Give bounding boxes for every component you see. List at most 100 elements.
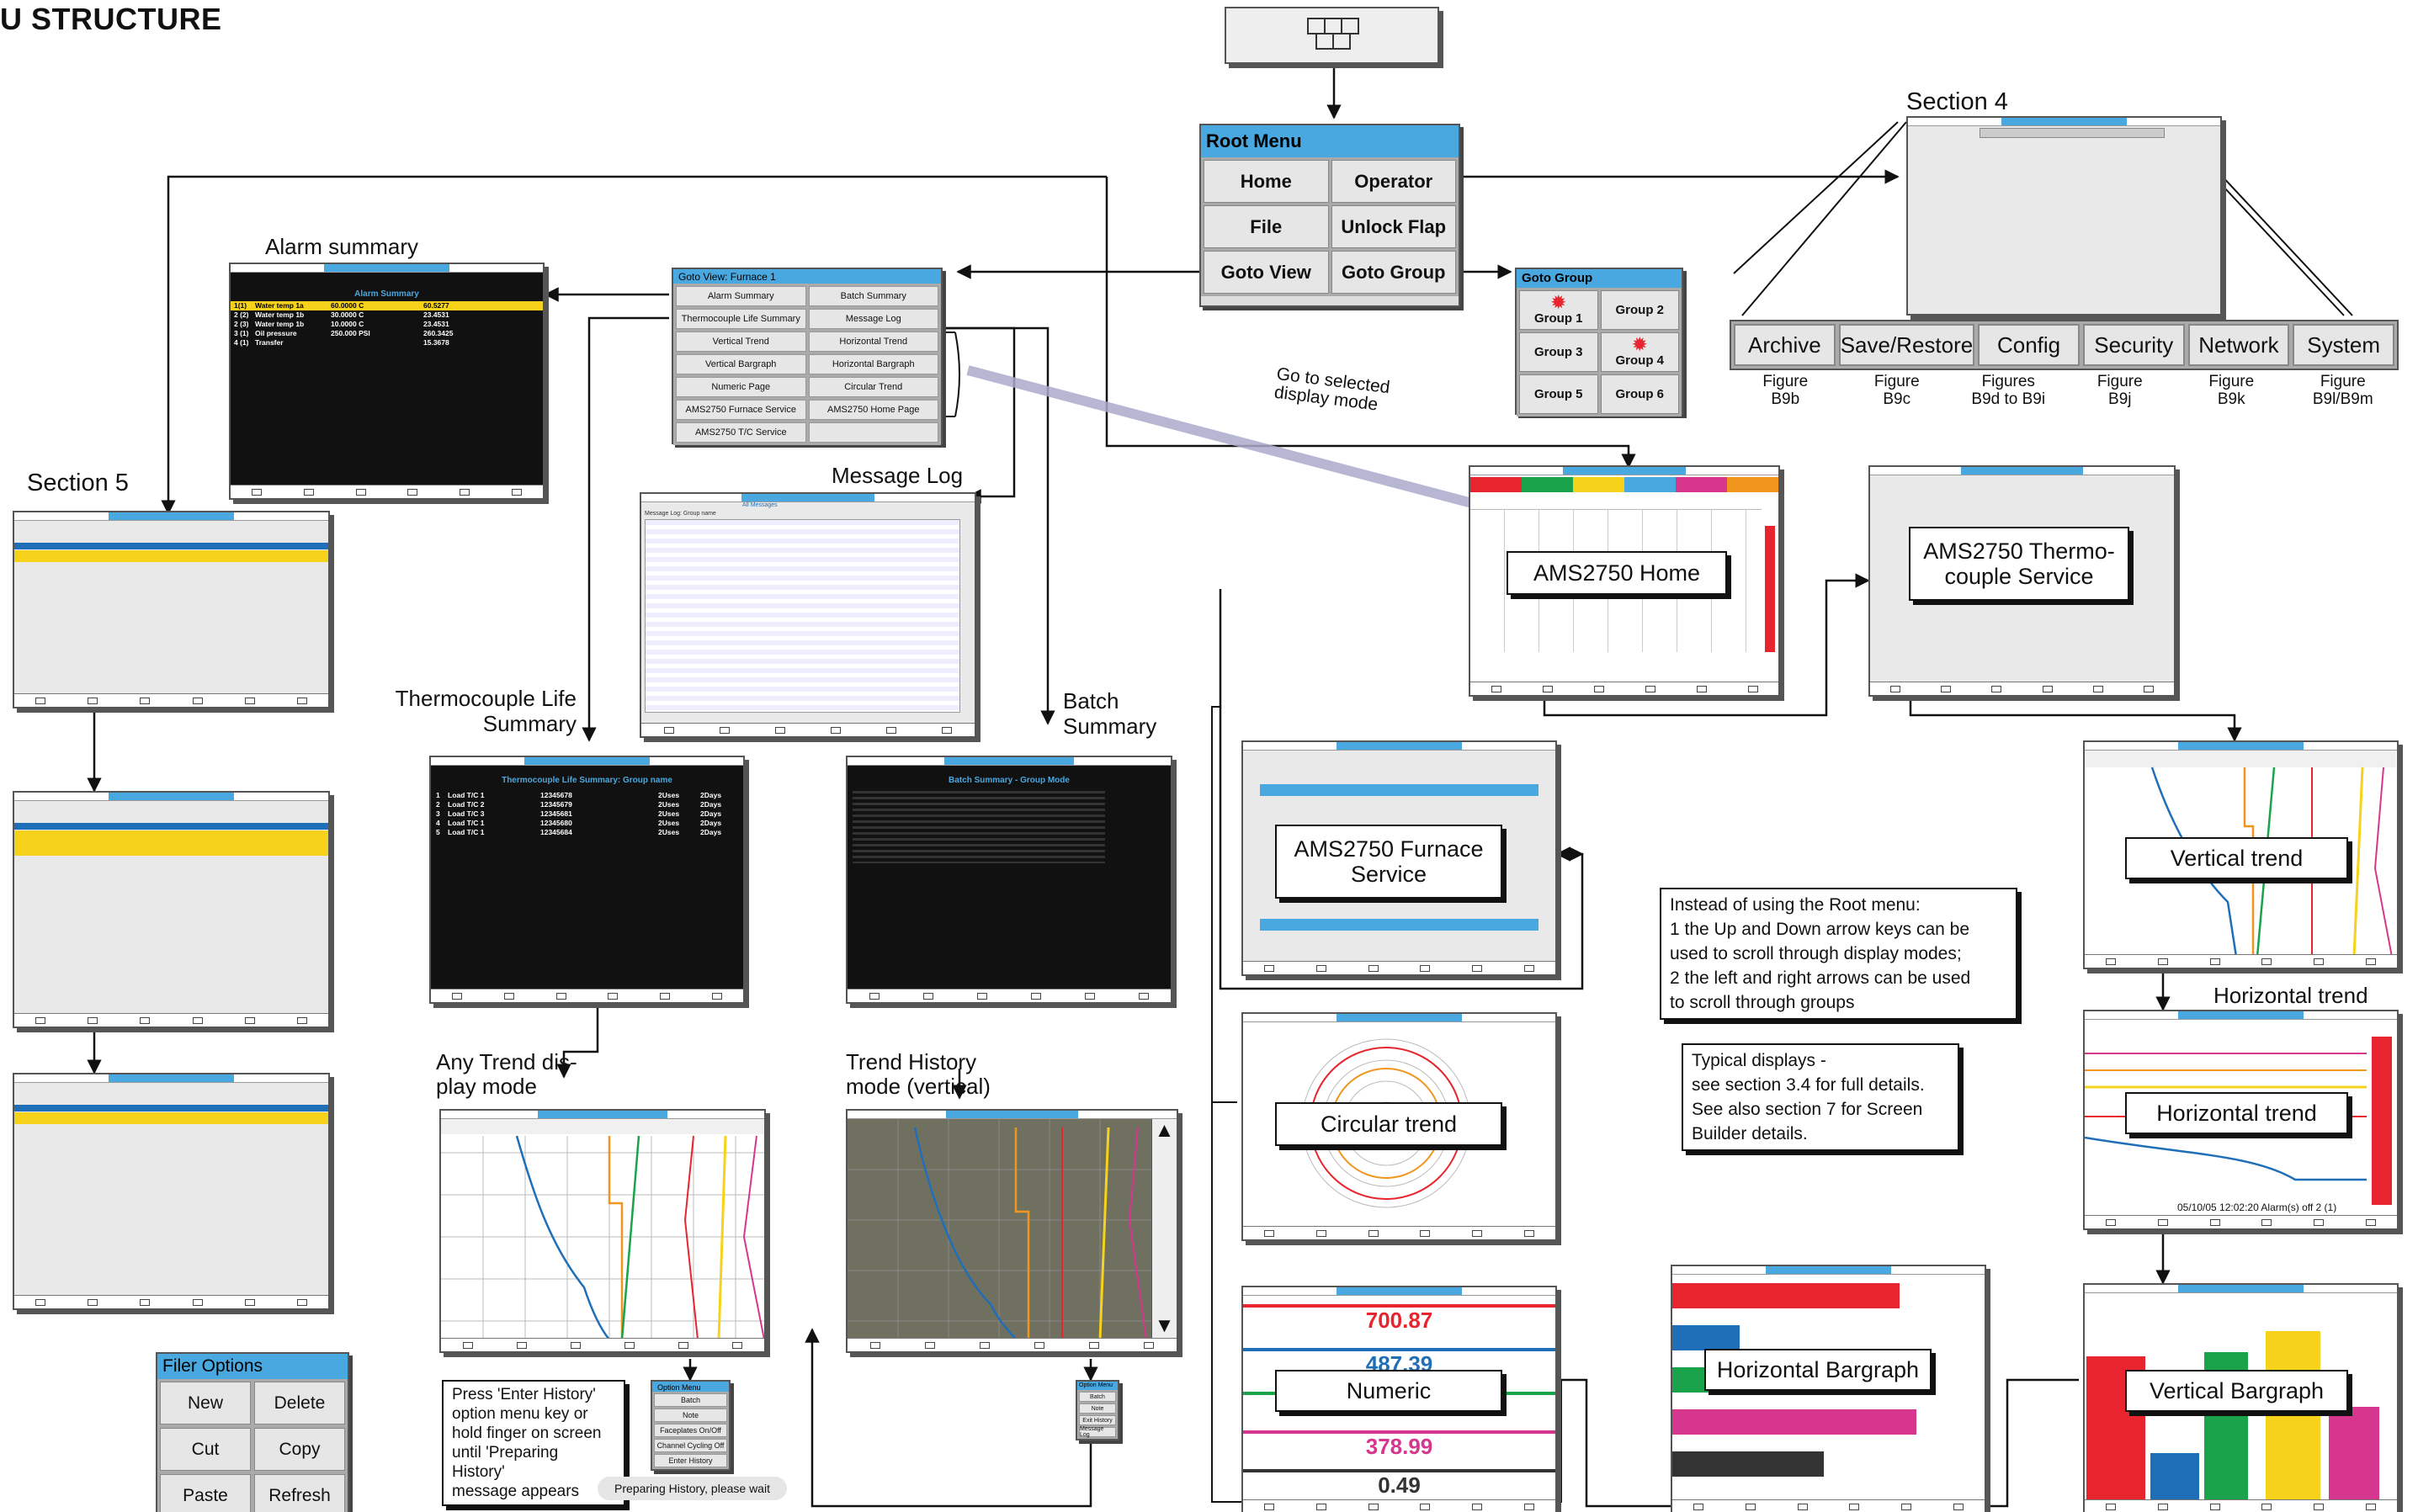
group-5-button[interactable]: Group 5 bbox=[1519, 374, 1598, 414]
home-button[interactable]: Home bbox=[1204, 160, 1329, 203]
view-ams-home[interactable]: AMS2750 Home Page bbox=[808, 400, 938, 420]
any-trend-screen bbox=[439, 1109, 766, 1353]
view-alarm-summary[interactable]: Alarm Summary bbox=[676, 286, 806, 306]
ams-tc-label: AMS2750 Thermo- couple Service bbox=[1909, 527, 2129, 601]
down-arrow-icon[interactable]: ▼ bbox=[1154, 1314, 1175, 1337]
root-menu-title: Root Menu bbox=[1201, 125, 1459, 157]
view-numeric-page[interactable]: Numeric Page bbox=[676, 377, 806, 397]
message-log-screen: Message Log: Group name All Messages bbox=[640, 492, 976, 738]
history-plot bbox=[848, 1119, 1152, 1340]
ams-furnace-label: AMS2750 Furnace Service bbox=[1275, 825, 1502, 899]
note-option[interactable]: Note bbox=[654, 1409, 727, 1422]
message-log-header: Message Log: Group name bbox=[645, 511, 716, 517]
goto-group-title: Goto Group bbox=[1517, 269, 1682, 288]
view-batch-summary[interactable]: Batch Summary bbox=[808, 286, 938, 306]
goto-group-button[interactable]: Goto Group bbox=[1331, 251, 1456, 294]
numeric-channel: 700.87 bbox=[1243, 1304, 1555, 1342]
htrend-caption: Horizontal trend bbox=[2213, 983, 2368, 1008]
option-menu-history-title: Option Menu bbox=[1077, 1382, 1118, 1390]
network-button[interactable]: Network bbox=[2187, 324, 2290, 366]
alarm-summary-label: Alarm summary bbox=[265, 234, 419, 259]
any-trend-label: Any Trend dis- play mode bbox=[436, 1049, 577, 1099]
trend-plot bbox=[441, 1119, 764, 1340]
group-4-button[interactable]: ✹Group 4 bbox=[1600, 332, 1679, 372]
view-circular-trend[interactable]: Circular Trend bbox=[808, 377, 938, 397]
group-6-button[interactable]: Group 6 bbox=[1600, 374, 1679, 414]
note-option[interactable]: Note bbox=[1079, 1403, 1116, 1414]
faceplates-option[interactable]: Faceplates On/Off bbox=[654, 1424, 727, 1437]
htrend-status: 05/10/05 12:02:20 Alarm(s) off 2 (1) bbox=[2177, 1202, 2337, 1213]
batch-summary-label: Batch Summary bbox=[1063, 688, 1157, 739]
root-menu: Root Menu Home Operator File Unlock Flap… bbox=[1199, 124, 1460, 307]
ams-home-label: AMS2750 Home bbox=[1507, 551, 1727, 595]
history-scrollbar[interactable]: ▲ ▼ bbox=[1151, 1119, 1177, 1338]
config-button[interactable]: Config bbox=[1978, 324, 2080, 366]
save-restore-button[interactable]: Save/Restore bbox=[1838, 324, 1975, 366]
batch-summary-screen: Batch Summary - Group Mode bbox=[846, 756, 1172, 1004]
copy-button[interactable]: Copy bbox=[254, 1428, 345, 1471]
goto-group-menu: Goto Group ✹Group 1 Group 2 Group 3 ✹Gro… bbox=[1515, 268, 1683, 416]
message-log-option[interactable]: Message Log bbox=[1079, 1426, 1116, 1438]
numeric-value: 0.49 bbox=[1378, 1472, 1421, 1498]
up-arrow-icon[interactable]: ▲ bbox=[1154, 1119, 1175, 1142]
delete-button[interactable]: Delete bbox=[254, 1382, 345, 1424]
paste-button[interactable]: Paste bbox=[160, 1474, 251, 1512]
instead-note: Instead of using the Root menu: 1 the Up… bbox=[1660, 888, 2017, 1020]
view-ams-furnace[interactable]: AMS2750 Furnace Service bbox=[676, 400, 806, 420]
typical-note: Typical displays - see section 3.4 for f… bbox=[1682, 1043, 1959, 1151]
section4-label: Section 4 bbox=[1906, 88, 2008, 115]
view-horizontal-bargraph[interactable]: Horizontal Bargraph bbox=[808, 354, 938, 374]
option-menu-title: Option Menu bbox=[652, 1382, 729, 1392]
section4-figures: Figure B9b Figure B9c Figures B9d to B9i… bbox=[1730, 373, 2399, 408]
batch-summary-title: Batch Summary - Group Mode bbox=[949, 776, 1070, 785]
cut-button[interactable]: Cut bbox=[160, 1428, 251, 1471]
group-3-button[interactable]: Group 3 bbox=[1519, 332, 1598, 372]
vtrend-label: Vertical trend bbox=[2125, 837, 2348, 879]
section5-screen-1 bbox=[13, 511, 330, 708]
refresh-button[interactable]: Refresh bbox=[254, 1474, 345, 1512]
root-flap-button[interactable] bbox=[1225, 7, 1439, 64]
file-button[interactable]: File bbox=[1204, 205, 1329, 248]
operator-button[interactable]: Operator bbox=[1331, 160, 1456, 203]
tc-life-title: Thermocouple Life Summary: Group name bbox=[502, 776, 672, 785]
option-menu: Option Menu Batch Note Faceplates On/Off… bbox=[651, 1380, 731, 1471]
new-button[interactable]: New bbox=[160, 1382, 251, 1424]
group-1-button[interactable]: ✹Group 1 bbox=[1519, 290, 1598, 330]
security-button[interactable]: Security bbox=[2082, 324, 2185, 366]
view-empty bbox=[808, 422, 938, 443]
batch-option[interactable]: Batch bbox=[1079, 1392, 1116, 1402]
view-message-log[interactable]: Message Log bbox=[808, 309, 938, 329]
batch-option[interactable]: Batch bbox=[654, 1393, 727, 1407]
channel-cycling-option[interactable]: Channel Cycling Off bbox=[654, 1439, 727, 1452]
archive-button[interactable]: Archive bbox=[1734, 324, 1836, 366]
section4-menu: Archive Save/Restore Config Security Net… bbox=[1730, 320, 2399, 370]
grid-icon bbox=[1307, 18, 1359, 50]
view-horizontal-trend[interactable]: Horizontal Trend bbox=[808, 332, 938, 352]
view-ams-tc[interactable]: AMS2750 T/C Service bbox=[676, 422, 806, 443]
section5-label: Section 5 bbox=[27, 470, 129, 496]
view-vertical-trend[interactable]: Vertical Trend bbox=[676, 332, 806, 352]
system-button[interactable]: System bbox=[2293, 324, 2394, 366]
group-2-button[interactable]: Group 2 bbox=[1600, 290, 1679, 330]
page-title: U STRUCTURE bbox=[0, 2, 222, 36]
message-filter[interactable]: All Messages bbox=[742, 502, 778, 508]
numeric-label: Numeric bbox=[1275, 1370, 1502, 1412]
unlock-flap-button[interactable]: Unlock Flap bbox=[1331, 205, 1456, 248]
exit-history-option[interactable]: Exit History bbox=[1079, 1415, 1116, 1425]
view-vertical-bargraph[interactable]: Vertical Bargraph bbox=[676, 354, 806, 374]
enter-history-option[interactable]: Enter History bbox=[654, 1454, 727, 1467]
view-tc-life-summary[interactable]: Thermocouple Life Summary bbox=[676, 309, 806, 329]
goto-view-button[interactable]: Goto View bbox=[1204, 251, 1329, 294]
